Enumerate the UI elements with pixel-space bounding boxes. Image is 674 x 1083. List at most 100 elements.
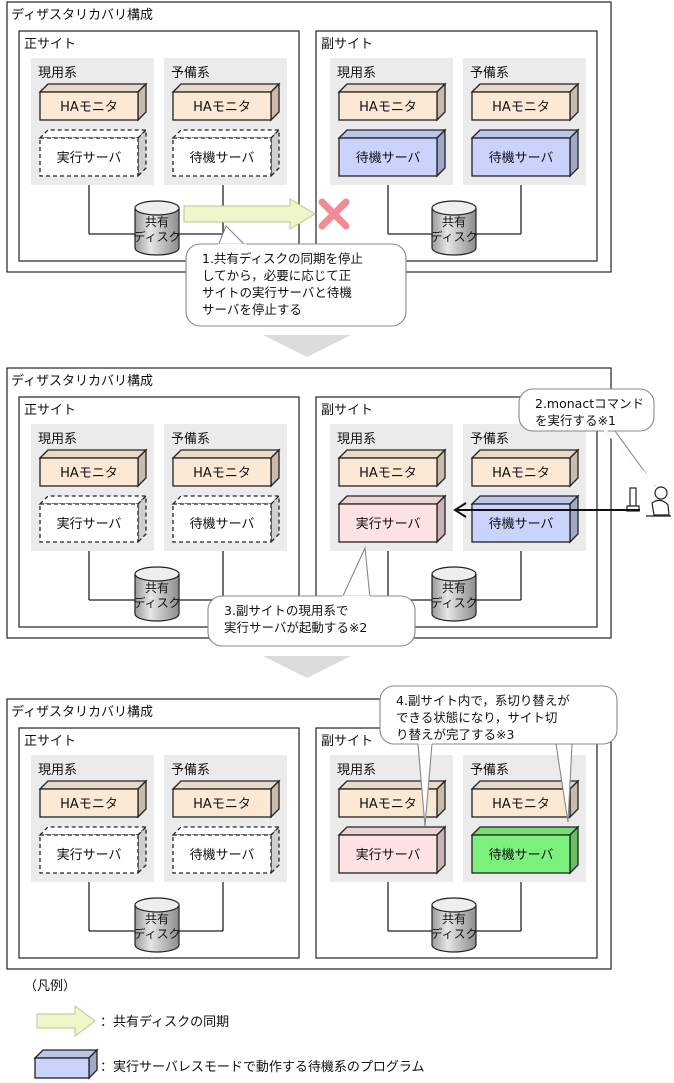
block2-primary-standby-server-label: 待機サーバ xyxy=(190,517,255,532)
block1-primary-shared-disk-label-1: 共有 xyxy=(145,215,169,229)
legend-sync-arrow xyxy=(36,1005,96,1037)
block1-primary-standby-ha-monitor-label: HAモニタ xyxy=(193,100,251,115)
block3-primary-shared-disk-label-1: 共有 xyxy=(145,912,169,926)
block1-primary-standby-server: 待機サーバ xyxy=(171,128,281,178)
block3-secondary-shared-disk-label-2: ディスク xyxy=(430,926,477,941)
block3-secondary-active-ha-monitor: HAモニタ xyxy=(337,779,447,819)
block1-secondary-active-ha-monitor: HAモニタ xyxy=(337,82,447,122)
block2-secondary-active-ha-monitor: HAモニタ xyxy=(337,448,447,488)
block3-primary-exec-server: 実行サーバ xyxy=(38,825,148,875)
sync-arrow xyxy=(183,198,316,230)
block3-secondary-standby-server: 待機サーバ xyxy=(470,825,580,875)
transition-arrow-1 xyxy=(263,335,351,357)
block1-secondary-active-server-label: 待機サーバ xyxy=(356,151,421,166)
block1-secondary-shared-disk-label-1: 共有 xyxy=(442,215,466,229)
block1-primary-active-title: 現用系 xyxy=(38,66,77,81)
block3-primary-site-title: 正サイト xyxy=(24,734,76,749)
block1-primary-shared-disk: 共有ディスク xyxy=(133,200,181,256)
block3-primary-standby-server-label: 待機サーバ xyxy=(190,848,255,863)
block3-primary-standby-ha-monitor-label: HAモニタ xyxy=(193,797,251,812)
block3-secondary-active-server: 実行サーバ xyxy=(337,825,447,875)
block3-secondary-standby-title: 予備系 xyxy=(470,762,509,778)
block1-secondary-active-server: 待機サーバ xyxy=(337,128,447,178)
block1-primary-site-title: 正サイト xyxy=(24,37,76,52)
block3-primary-shared-disk: 共有ディスク xyxy=(133,897,181,953)
legend-program-box xyxy=(33,1048,99,1080)
block3-secondary-standby-server-label: 待機サーバ xyxy=(489,848,554,863)
block2-secondary-site-title: 副サイト xyxy=(321,403,373,418)
step4-callout-line-1: 4.副サイト内で，系切り替えが xyxy=(396,693,570,708)
block2-secondary-standby-server: 待機サーバ xyxy=(470,494,580,544)
terminal-icon xyxy=(626,487,640,512)
block2-primary-standby-ha-monitor: HAモニタ xyxy=(171,448,281,488)
step2-callout-line-2: を実行する※1 xyxy=(535,413,616,428)
operator-icon xyxy=(646,486,671,517)
block2-dr-config-title: ディザスタリカバリ構成 xyxy=(11,373,153,389)
block2-secondary-standby-ha-monitor-label: HAモニタ xyxy=(492,466,550,481)
block1-primary-active-ha-monitor-label: HAモニタ xyxy=(60,100,118,115)
step1-callout: 1.共有ディスクの同期を停止してから，必要に応じて正サイトの実行サーバと待機サー… xyxy=(185,225,407,327)
block1-secondary-site-title: 副サイト xyxy=(321,37,373,52)
block1-primary-standby-title: 予備系 xyxy=(171,65,210,81)
step1-callout-line-3: サイトの実行サーバと待機 xyxy=(202,285,352,300)
block1-secondary-active-ha-monitor-label: HAモニタ xyxy=(359,100,417,115)
block2-secondary-shared-disk: 共有ディスク xyxy=(430,566,478,622)
step4-callout-line-3: り替えが完了する※3 xyxy=(396,727,514,742)
block1-secondary-standby-title: 予備系 xyxy=(470,65,509,81)
block3-primary-active-title: 現用系 xyxy=(38,763,77,778)
block2-secondary-standby-ha-monitor: HAモニタ xyxy=(470,448,580,488)
block2-secondary-standby-server-label: 待機サーバ xyxy=(489,517,554,532)
block2-secondary-shared-disk-label-2: ディスク xyxy=(430,595,477,610)
block3-secondary-shared-disk: 共有ディスク xyxy=(430,897,478,953)
block2-primary-shared-disk-label-1: 共有 xyxy=(145,581,169,595)
block2-primary-exec-server: 実行サーバ xyxy=(38,494,148,544)
legend-sync-label: ：共有ディスクの同期 xyxy=(100,1014,229,1030)
block2-secondary-active-title: 現用系 xyxy=(337,432,376,447)
block2-primary-exec-server-label: 実行サーバ xyxy=(57,516,122,532)
block1-secondary-standby-server-label: 待機サーバ xyxy=(489,151,554,166)
block3-secondary-standby-ha-monitor: HAモニタ xyxy=(470,779,580,819)
command-arrow-head xyxy=(453,502,467,518)
step1-callout-line-4: サーバを停止する xyxy=(202,302,302,317)
block1-primary-shared-disk-label-2: ディスク xyxy=(133,229,180,244)
cross-icon xyxy=(318,198,350,230)
block1-primary-exec-server: 実行サーバ xyxy=(38,128,148,178)
block1-secondary-standby-ha-monitor: HAモニタ xyxy=(470,82,580,122)
block2-primary-active-ha-monitor-label: HAモニタ xyxy=(60,466,118,481)
block2-primary-shared-disk: 共有ディスク xyxy=(133,566,181,622)
legend-title: （凡例） xyxy=(24,979,76,994)
block2-secondary-standby-title: 予備系 xyxy=(470,431,509,447)
block2-primary-active-ha-monitor: HAモニタ xyxy=(38,448,148,488)
block1-primary-exec-server-label: 実行サーバ xyxy=(57,150,122,166)
step3-callout-line-2: 実行サーバが起動する※2 xyxy=(224,620,367,635)
block3-primary-standby-ha-monitor: HAモニタ xyxy=(171,779,281,819)
block2-secondary-active-ha-monitor-label: HAモニタ xyxy=(359,466,417,481)
block2-primary-standby-server: 待機サーバ xyxy=(171,494,281,544)
block2-secondary-active-server: 実行サーバ xyxy=(337,494,447,544)
block3-primary-shared-disk-label-2: ディスク xyxy=(133,926,180,941)
block3-secondary-site-title: 副サイト xyxy=(321,734,373,749)
block2-secondary-shared-disk-label-1: 共有 xyxy=(442,581,466,595)
block1-dr-config-title: ディザスタリカバリ構成 xyxy=(11,7,153,23)
block2-primary-standby-title: 予備系 xyxy=(171,431,210,447)
block1-secondary-standby-server: 待機サーバ xyxy=(470,128,580,178)
legend-program-label: ：実行サーバレスモードで動作する待機系のプログラム xyxy=(100,1059,424,1075)
block2-primary-shared-disk-label-2: ディスク xyxy=(133,595,180,610)
step4-callout-line-2: できる状態になり，サイト切 xyxy=(396,710,557,725)
block3-secondary-active-title: 現用系 xyxy=(337,763,376,778)
block2-primary-active-title: 現用系 xyxy=(38,432,77,447)
block3-primary-active-ha-monitor: HAモニタ xyxy=(38,779,148,819)
block3-secondary-active-server-label: 実行サーバ xyxy=(356,847,421,863)
transition-arrow-2 xyxy=(263,656,351,678)
block1-secondary-active-title: 現用系 xyxy=(337,66,376,81)
block1-secondary-shared-disk: 共有ディスク xyxy=(430,200,478,256)
block3-secondary-standby-ha-monitor-label: HAモニタ xyxy=(492,797,550,812)
block3-primary-exec-server-label: 実行サーバ xyxy=(57,847,122,863)
block3-secondary-active-ha-monitor-label: HAモニタ xyxy=(359,797,417,812)
block1-secondary-standby-ha-monitor-label: HAモニタ xyxy=(492,100,550,115)
step1-callout-line-1: 1.共有ディスクの同期を停止 xyxy=(202,251,363,266)
